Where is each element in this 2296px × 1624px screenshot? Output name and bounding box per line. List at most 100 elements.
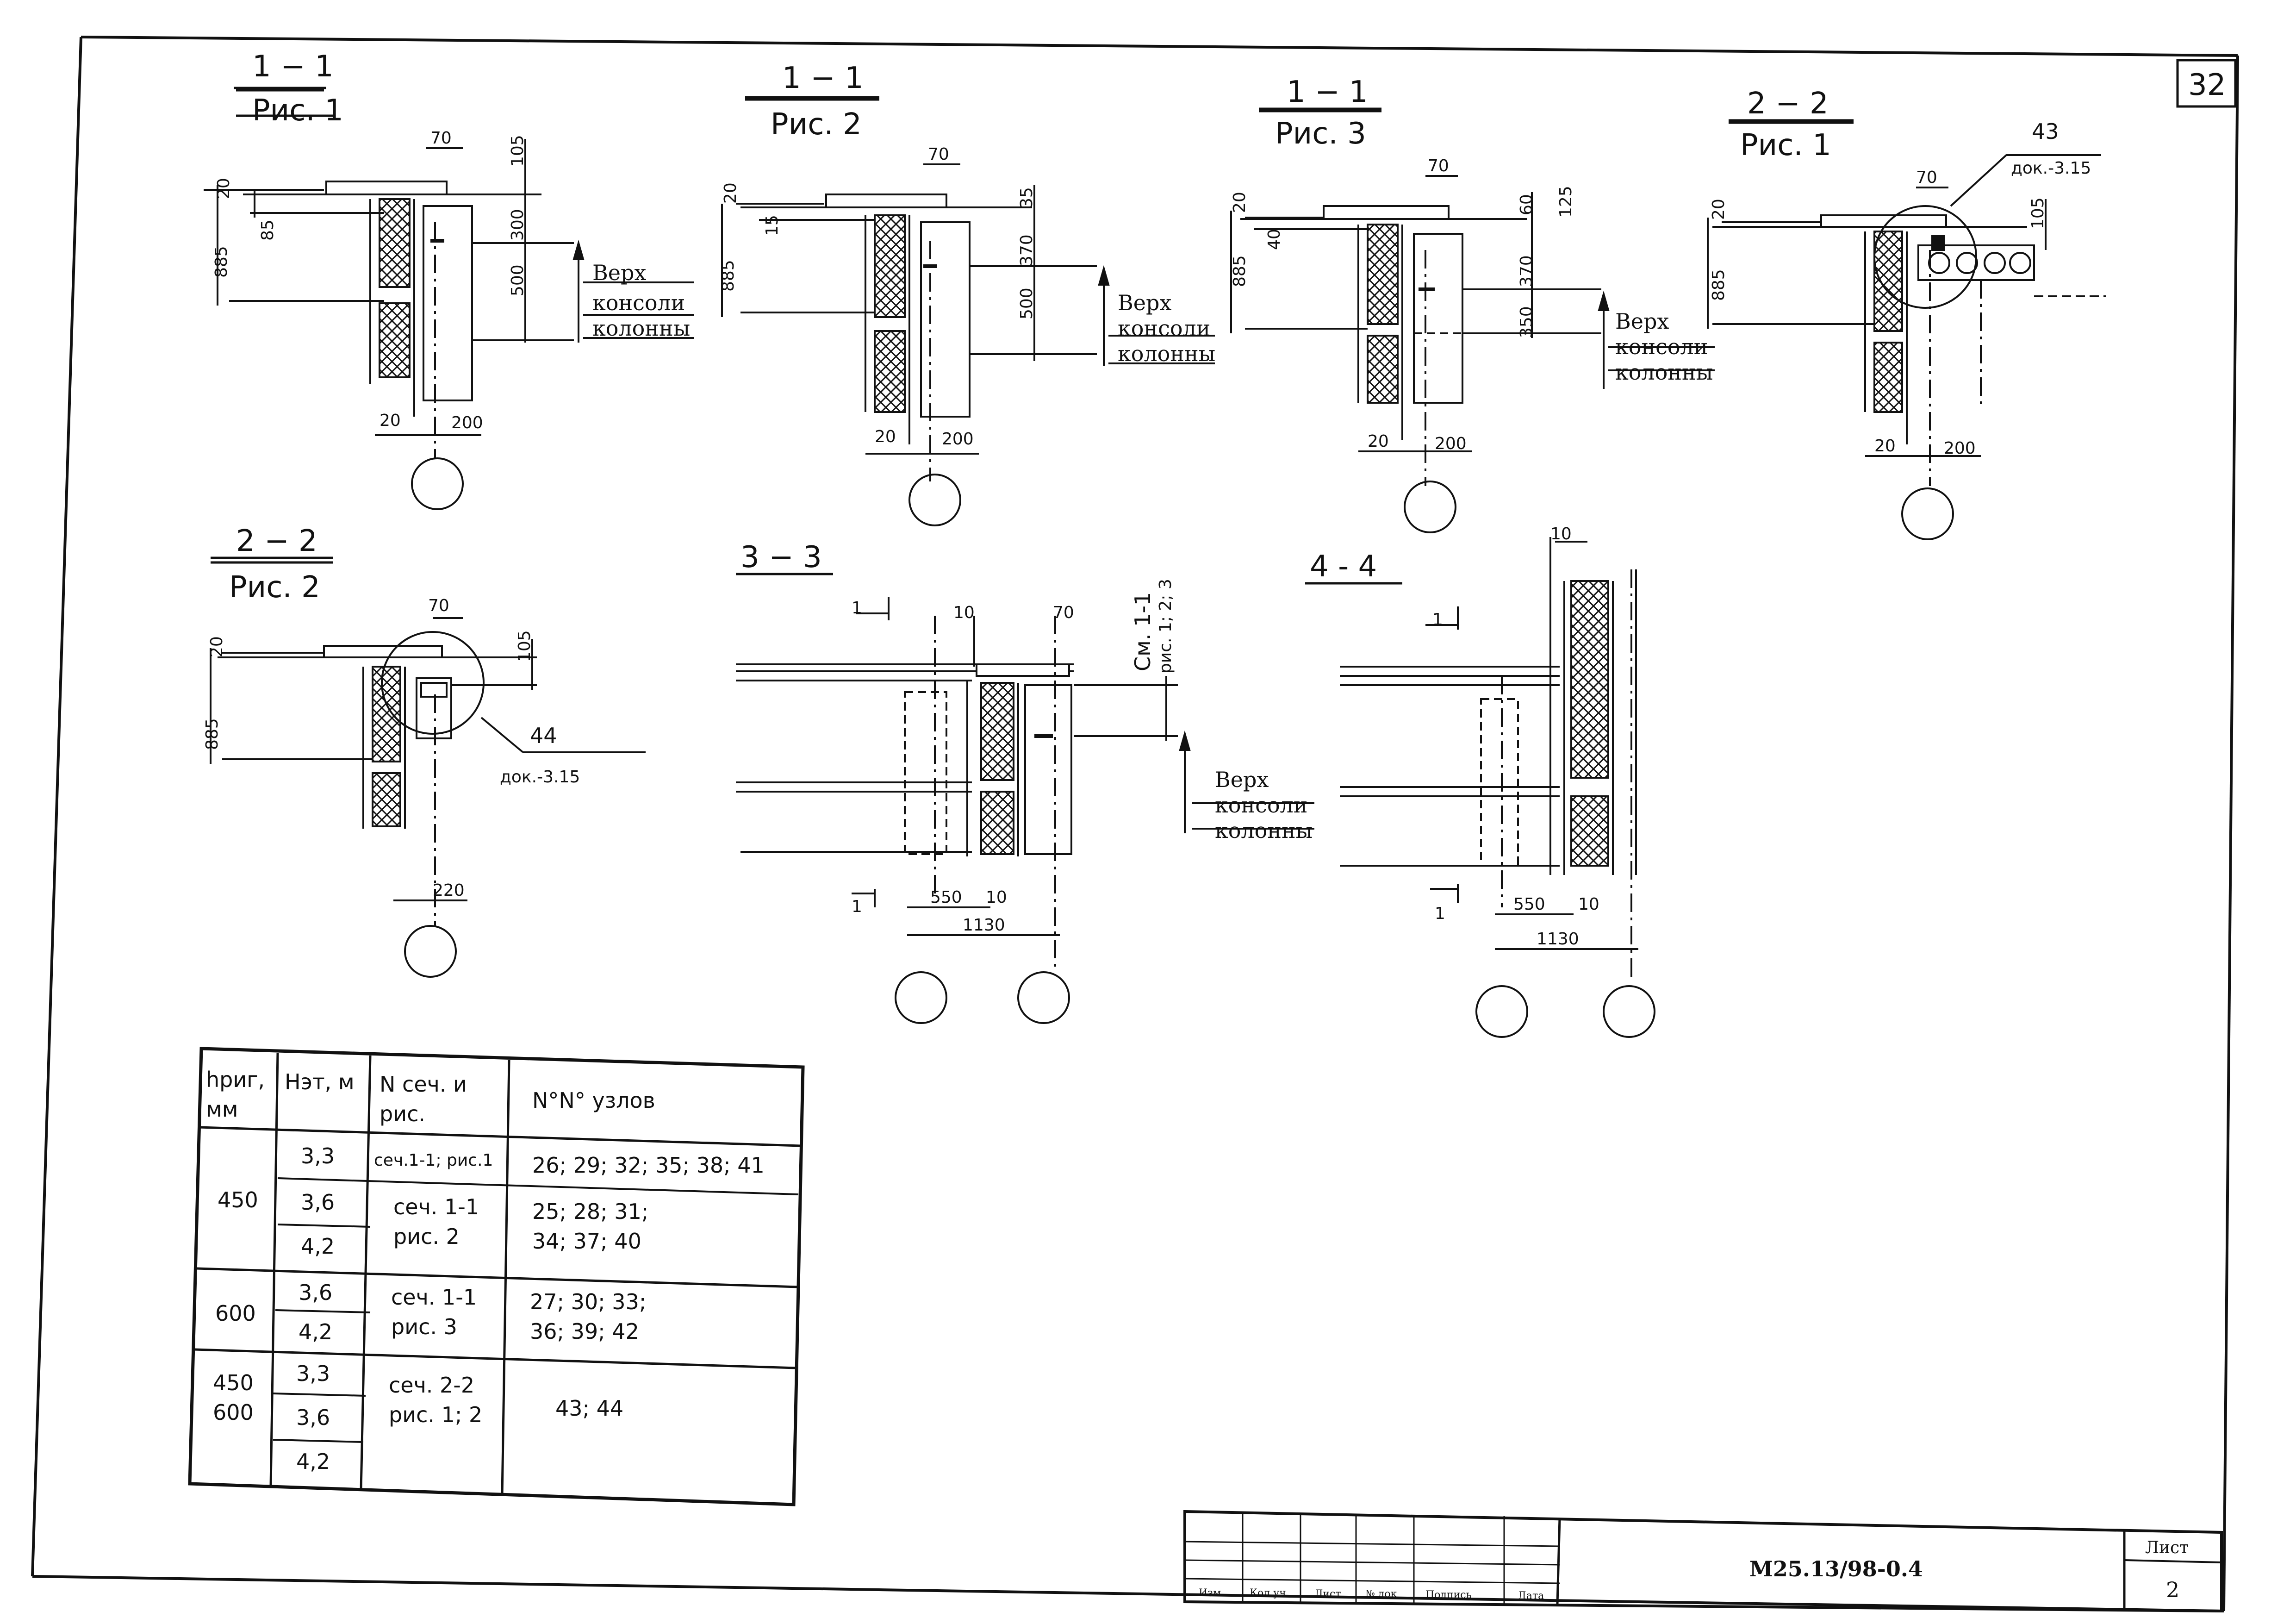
v6-d10b: 10 — [986, 888, 1007, 907]
v7-cut-top: 1 — [1432, 610, 1443, 629]
view-4-4-text: 4 - 4 1 1 10 550 10 1130 — [1310, 525, 1599, 949]
v3-d70: 70 — [1428, 156, 1449, 175]
view-3-3 — [736, 573, 1314, 1024]
v1-note-2: консоли — [592, 290, 685, 315]
v1-d85: 85 — [258, 219, 277, 241]
v4-title: 2 − 2 — [1747, 87, 1829, 121]
v2-d885: 885 — [719, 260, 738, 292]
th-nodes: N°N° узлов — [532, 1088, 655, 1113]
het-4-2-b: 4,2 — [299, 1319, 333, 1344]
v4-d70: 70 — [1916, 168, 1937, 187]
v3-sub: Рис. 3 — [1275, 117, 1366, 151]
het-3-6-b: 3,6 — [299, 1280, 333, 1305]
v3-d20: 20 — [1230, 192, 1249, 213]
v1-d200: 200 — [451, 413, 483, 432]
v1-d300: 300 — [508, 209, 527, 241]
tb-col-data: Дата — [1518, 1590, 1544, 1602]
view-2-2-fig1 — [1707, 121, 2106, 540]
v7-cut-bottom: 1 — [1435, 904, 1445, 923]
title-block-grid — [1183, 1510, 2223, 1613]
v3-d125: 125 — [1556, 186, 1575, 218]
sec-a: сеч.1-1; рис.1 — [374, 1151, 493, 1170]
v6-cut-top: 1 — [852, 599, 862, 618]
sec-d: сеч. 2-2 рис. 1; 2 — [389, 1373, 483, 1427]
v6-d10: 10 — [953, 603, 975, 622]
v3-d60: 60 — [1517, 194, 1536, 215]
tb-col-list: Лист — [1314, 1588, 1341, 1600]
v4-d885: 885 — [1709, 269, 1728, 301]
view-4-4 — [1305, 537, 1655, 1038]
v2-d200: 200 — [942, 430, 974, 449]
th-n-sec: N сеч. и рис. — [380, 1072, 467, 1126]
v3-note-3: колонны — [1615, 360, 1713, 385]
v5-d44: 44 — [530, 723, 557, 748]
v3-d885: 885 — [1230, 255, 1249, 287]
tb-sheet-value: 2 — [2166, 1577, 2179, 1602]
v1-d20b: 20 — [380, 411, 401, 430]
view-1-1-fig3 — [1230, 110, 1715, 533]
v4-d20b: 20 — [1874, 437, 1896, 456]
v4-d43: 43 — [2032, 119, 2059, 144]
th-h-et: Hэт, м — [285, 1069, 355, 1094]
het-3-6-a: 3,6 — [301, 1190, 335, 1215]
v5-d885: 885 — [203, 718, 222, 750]
corner-sheet-number: 32 — [2188, 68, 2226, 102]
h-600: 600 — [215, 1301, 256, 1326]
v2-title: 1 − 1 — [782, 61, 864, 95]
v2-d70: 70 — [928, 145, 949, 164]
v2-sub: Рис. 2 — [771, 107, 862, 142]
v2-d20b: 20 — [875, 427, 896, 446]
v4-d200: 200 — [1944, 439, 1976, 458]
v7-title: 4 - 4 — [1310, 550, 1377, 584]
view-3-3-text: 3 − 3 1 1 10 70 См. 1-1 рис. 1; 2; 3 550… — [740, 540, 1313, 935]
v4-d20: 20 — [1709, 199, 1728, 220]
v2-note-1: Верх — [1118, 290, 1171, 315]
v4-sub: Рис. 1 — [1740, 128, 1831, 162]
v1-d20: 20 — [214, 178, 233, 199]
tb-sheet-label: Лист — [2145, 1538, 2189, 1557]
v1-d70: 70 — [430, 129, 452, 148]
v1-sub: Рис. 1 — [252, 94, 343, 128]
v2-d35: 35 — [1017, 187, 1036, 208]
v5-title: 2 − 2 — [236, 524, 317, 558]
v6-d70: 70 — [1053, 603, 1074, 622]
v7-d550: 550 — [1513, 895, 1545, 914]
tb-col-ndok: № док — [1365, 1588, 1397, 1600]
v4-dok: док.-3.15 — [2011, 159, 2091, 178]
v5-d220: 220 — [433, 881, 465, 900]
v3-note-1: Верх — [1615, 309, 1669, 334]
view-1-1-fig2-text: 1 − 1 Рис. 2 70 35 20 15 885 370 500 20 … — [719, 61, 1215, 449]
nodes-b: 25; 28; 31; 34; 37; 40 — [532, 1199, 649, 1254]
v1-note-3: колонны — [592, 316, 690, 341]
v4-d105: 105 — [2028, 197, 2047, 229]
corner-number-box: 32 — [2176, 59, 2237, 108]
v6-note-2: консоли — [1215, 793, 1307, 818]
tb-col-podpis: Подпись — [1425, 1589, 1472, 1601]
het-3-3-a: 3,3 — [301, 1143, 335, 1168]
view-1-1-fig2 — [721, 98, 1215, 526]
th-h-rig: hриг, мм — [206, 1067, 265, 1122]
h-450: 450 — [218, 1187, 258, 1212]
v5-d70: 70 — [428, 596, 449, 615]
sec-c: сеч. 1-1 рис. 3 — [391, 1285, 477, 1339]
view-1-1-fig1-text: 1 − 1 Рис. 1 70 105 20 85 885 300 500 20… — [212, 50, 690, 432]
v6-see: См. 1-1 — [1130, 592, 1155, 671]
v2-d20: 20 — [721, 182, 740, 204]
v7-d1130: 1130 — [1537, 930, 1579, 949]
tb-col-kolych: Кол уч — [1250, 1587, 1286, 1599]
het-3-3-c: 3,3 — [296, 1361, 330, 1386]
v3-d350: 350 — [1517, 306, 1536, 338]
nodes-table-grid — [188, 1047, 805, 1506]
v1-note-1: Верх — [592, 260, 646, 285]
v2-note-3: колонны — [1118, 341, 1215, 366]
tb-col-izm: Изм — [1199, 1587, 1221, 1599]
het-3-6-c: 3,6 — [296, 1405, 330, 1430]
v3-title: 1 − 1 — [1287, 75, 1368, 109]
v6-cut-bottom: 1 — [852, 897, 862, 916]
v2-note-2: консоли — [1118, 316, 1210, 341]
v2-d370: 370 — [1017, 234, 1036, 266]
h-450-600: 450 600 — [213, 1370, 254, 1425]
v3-d370: 370 — [1517, 255, 1536, 287]
view-2-2-fig2-text: 2 − 2 Рис. 2 70 105 20 885 44 док.-3.15 … — [203, 524, 580, 900]
